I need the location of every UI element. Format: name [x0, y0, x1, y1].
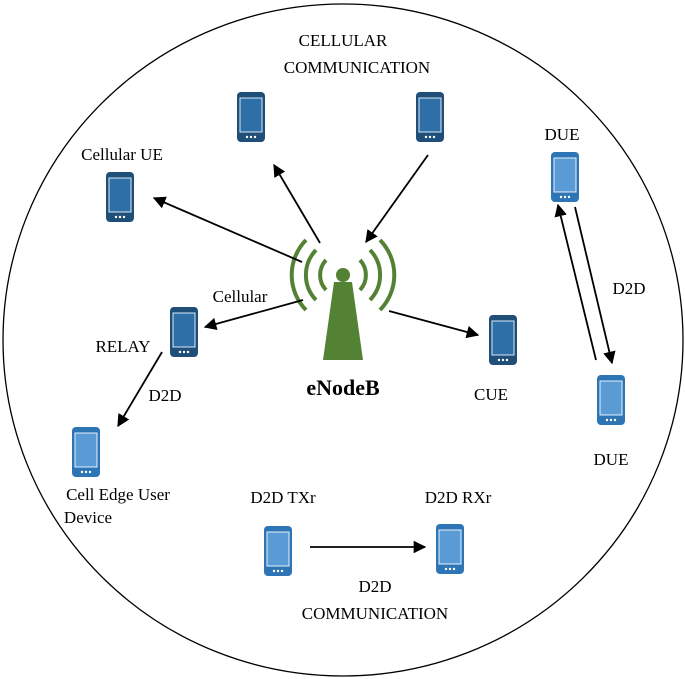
arrow-enodeb-to-relay — [203, 299, 304, 331]
cellular-label: Cellular — [213, 287, 268, 306]
due-bottom-label: DUE — [594, 450, 629, 469]
cellular-comm-phone-right-icon — [415, 91, 445, 143]
due-bottom-phone-icon — [596, 374, 626, 426]
due-top-label: DUE — [545, 125, 580, 144]
relay-label: RELAY — [95, 337, 150, 356]
cellular-ue-phone-icon — [105, 171, 135, 223]
arrow-enodeb-to-cellular-phone — [273, 163, 321, 244]
arrow-cellular-phone-to-enodeb — [365, 154, 429, 244]
cell-boundary — [2, 3, 684, 677]
enodeb-tower-icon — [289, 238, 397, 360]
cell-edge-label-line1: Cell Edge User — [66, 485, 170, 504]
cellular-comm-label-line1: CELLULAR — [299, 31, 388, 50]
cue-label: CUE — [474, 385, 508, 404]
arrow-enodeb-to-cellular-ue — [152, 196, 303, 263]
cell-edge-device-phone-icon — [71, 426, 101, 478]
arrow-enodeb-to-cue — [388, 310, 480, 339]
cell-edge-label-line2: Device — [64, 508, 112, 527]
cellular-ue-label: Cellular UE — [81, 145, 163, 164]
d2d-rxr-label: D2D RXr — [425, 488, 492, 507]
arrow-due-bottom-to-due-top — [554, 203, 597, 361]
d2d-comm-label-line1: D2D — [358, 577, 391, 596]
due-d2d-label: D2D — [612, 279, 645, 298]
due-top-phone-icon — [550, 151, 580, 203]
d2d-comm-label-line2: COMMUNICATION — [302, 604, 448, 623]
arrow-relay-to-cell-edge — [117, 351, 163, 428]
relay-phone-icon — [169, 306, 199, 358]
enodeb-label: eNodeB — [306, 375, 380, 400]
relay-d2d-label: D2D — [148, 386, 181, 405]
arrow-due-top-to-due-bottom — [574, 206, 616, 365]
cellular-comm-label-line2: COMMUNICATION — [284, 58, 430, 77]
d2d-txr-phone-icon — [263, 525, 293, 577]
d2d-rxr-phone-icon — [435, 523, 465, 575]
d2d-txr-label: D2D TXr — [250, 488, 316, 507]
cue-phone-icon — [488, 314, 518, 366]
cellular-comm-phone-left-icon — [236, 91, 266, 143]
